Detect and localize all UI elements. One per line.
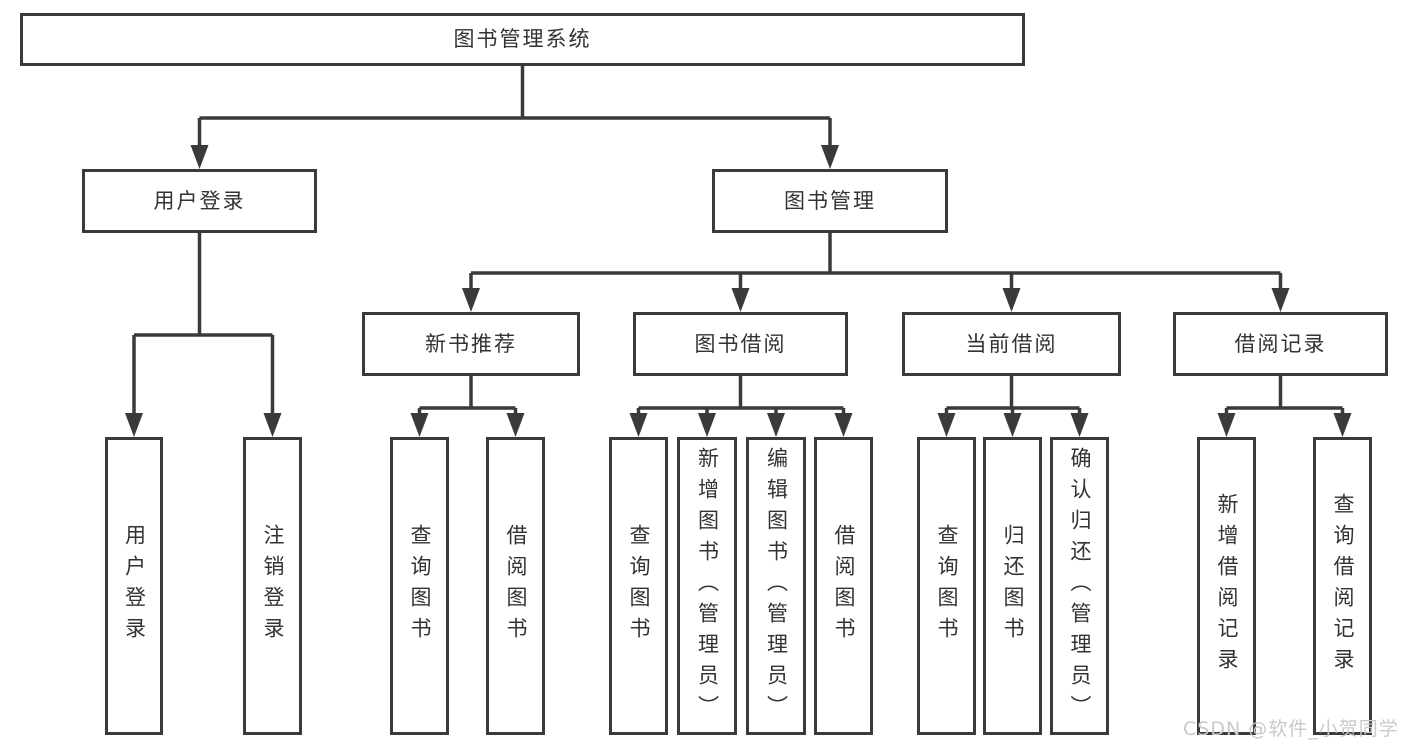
node-user-login: 用户登录 — [82, 169, 317, 233]
node-current-borrow: 当前借阅 — [902, 312, 1121, 376]
node-root: 图书管理系统 — [20, 13, 1025, 66]
leaf-current-query-book: 查询图书 — [917, 437, 976, 735]
node-new-book-recommend: 新书推荐 — [362, 312, 580, 376]
leaf-newrec-query-book: 查询图书 — [390, 437, 449, 735]
node-borrow-records: 借阅记录 — [1173, 312, 1388, 376]
leaf-newrec-borrow-book: 借阅图书 — [486, 437, 545, 735]
node-book-borrow: 图书借阅 — [633, 312, 848, 376]
watermark-text: CSDN @软件_小贺同学 — [1183, 718, 1399, 740]
leaf-borrow-add-book-admin: 新增图书（管理员） — [677, 437, 737, 735]
leaf-records-query-record: 查询借阅记录 — [1313, 437, 1372, 735]
leaf-logout-login: 注销登录 — [243, 437, 302, 735]
node-book-management: 图书管理 — [712, 169, 948, 233]
leaf-current-confirm-return-admin: 确认归还（管理员） — [1050, 437, 1109, 735]
leaf-borrow-edit-book-admin: 编辑图书（管理员） — [746, 437, 806, 735]
leaf-user-login: 用户登录 — [105, 437, 163, 735]
leaf-borrow-borrow-book: 借阅图书 — [814, 437, 873, 735]
leaf-borrow-query-book: 查询图书 — [609, 437, 668, 735]
leaf-current-return-book: 归还图书 — [983, 437, 1042, 735]
leaf-records-add-record: 新增借阅记录 — [1197, 437, 1256, 735]
